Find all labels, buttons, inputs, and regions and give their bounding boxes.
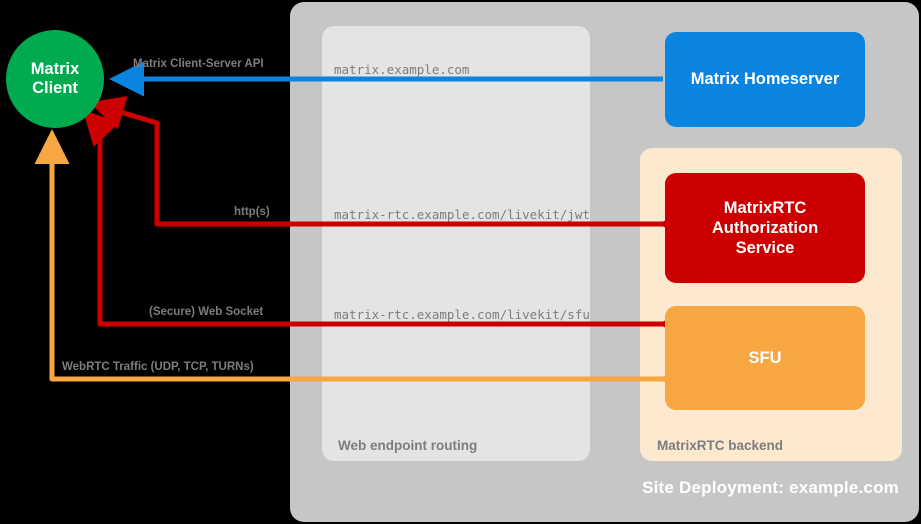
edge-label-webrtc: WebRTC Traffic (UDP, TCP, TURNs) [62,361,254,373]
edge-webrtc-traffic [34,129,693,397]
url-label-sfu: matrix-rtc.example.com/livekit/sfu [334,307,590,322]
edge-label-websocket: (Secure) Web Socket [149,306,264,318]
node-matrix-homeserver[interactable]: Matrix Homeserver [665,32,865,127]
node-matrix-client[interactable]: Matrix Client [6,30,104,128]
url-label-matrix: matrix.example.com [334,62,470,77]
node-sfu[interactable]: SFU [665,306,865,410]
matrix-client-line2: Client [32,79,78,97]
matrix-homeserver-label: Matrix Homeserver [690,70,840,88]
matrixrtc-backend-label: MatrixRTC backend [657,438,784,453]
auth-service-line3: Service [735,239,795,258]
matrix-client-line1: Matrix [30,59,80,78]
node-matrixrtc-authorization-service[interactable]: MatrixRTC Authorization Service [665,173,865,283]
auth-service-line2: Authorization [711,218,819,237]
web-endpoint-routing-label: Web endpoint routing [338,438,478,453]
edge-http-jwt [89,95,693,242]
edge-label-http: http(s) [234,206,270,218]
edge-label-client-server-api: Matrix Client-Server API [133,58,264,70]
url-label-jwt: matrix-rtc.example.com/livekit/jwt [334,207,590,222]
sfu-label: SFU [748,348,782,367]
site-deployment-label: Site Deployment: example.com [642,478,899,497]
auth-service-line1: MatrixRTC [723,198,807,217]
